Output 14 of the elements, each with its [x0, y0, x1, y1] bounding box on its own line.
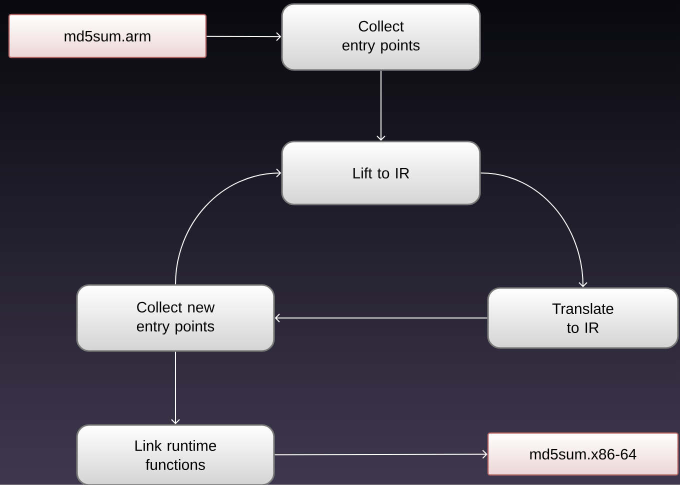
arrow [480, 172, 588, 288]
arrow [274, 314, 488, 322]
process-box: Link runtime functions [76, 424, 275, 485]
process-box: Collect new entry points [76, 284, 275, 352]
arrow [376, 70, 386, 141]
arrow [274, 450, 488, 459]
file-box: md5sum.arm [8, 14, 207, 58]
arrow [175, 168, 282, 285]
file-box: md5sum.x86-64 [487, 432, 679, 476]
arrow [171, 351, 180, 424]
arrow [206, 32, 282, 42]
process-box: Translate to IR [487, 287, 679, 349]
process-box: Lift to IR [281, 140, 481, 206]
process-box: Collect entry points [281, 3, 481, 71]
